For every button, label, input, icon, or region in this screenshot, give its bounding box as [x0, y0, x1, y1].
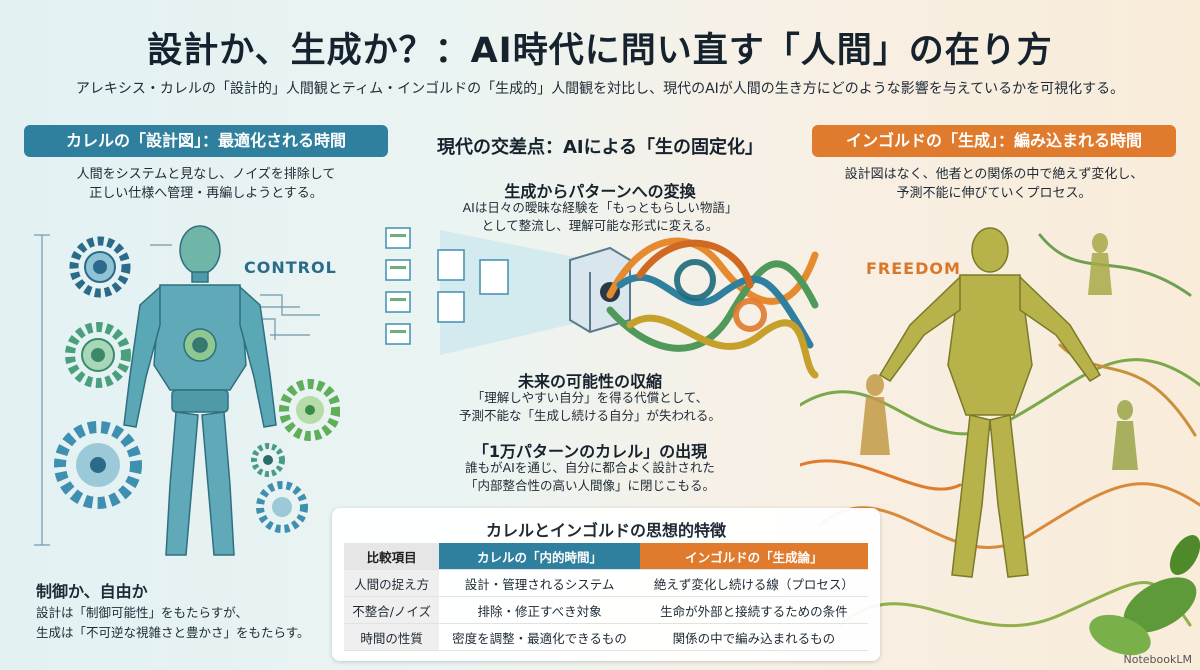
gear-icon: [54, 421, 142, 509]
human-figure: [878, 227, 1102, 578]
section-heading-future: 未来の可能性の収縮: [517, 372, 662, 391]
table-cell: 関係の中で編み込まれるもの: [639, 623, 868, 651]
control-or-freedom-heading: 制御か、自由か: [36, 582, 148, 601]
robot-gears-illustration: [34, 225, 340, 556]
table-row: 時間の性質 密度を調整・最適化できるもの 関係の中で編み込まれるもの: [344, 623, 868, 651]
table-cell: 人間の捉え方: [344, 569, 440, 597]
comparison-card: カレルとインゴルドの思想的特徴 比較項目 カレルの「内的時間」 インゴルドの「生…: [332, 508, 880, 661]
section-line: 「内部整合性の高い人間像」に閉じこもる。: [464, 478, 715, 493]
table-header-cell: カレルの「内的時間」: [439, 543, 640, 570]
ingold-description: 設計図はなく、他者との関係の中で絶えず変化し、 予測不能に伸びていくプロセス。: [812, 165, 1176, 203]
table-cell: 不整合/ノイズ: [344, 596, 440, 624]
gear-icon: [69, 236, 131, 298]
notebooklm-watermark: NotebookLM: [1123, 653, 1192, 666]
carrel-description: 人間をシステムと見なし、ノイズを排除して 正しい仕様へ管理・再編しようとする。: [24, 165, 388, 203]
document-marks: [390, 234, 406, 333]
small-figure: [1088, 233, 1112, 295]
table-cell: 時間の性質: [344, 623, 440, 651]
organic-swirl-illustration: [606, 237, 819, 379]
document-icons: [385, 227, 509, 345]
page-title: 設計か、生成か？：AI時代に問い直す「人間」の在り方: [147, 31, 1053, 71]
ingold-description-line: 設計図はなく、他者との関係の中で絶えず変化し、: [844, 167, 1144, 182]
table-header-cell: 比較項目: [344, 543, 440, 570]
section-line: 予測不能な「生成し続ける自分」が失われる。: [459, 408, 721, 423]
small-figure: [860, 374, 890, 455]
table-cell: 設計・管理されるシステム: [439, 569, 640, 597]
section-heading-pattern: 生成からパターンへの変換: [504, 182, 696, 201]
freedom-label: FREEDOM: [866, 259, 961, 278]
carrel-heading: カレルの「設計図」：最適化される時間: [24, 125, 388, 157]
table-row: 人間の捉え方 設計・管理されるシステム 絶えず変化し続ける線（プロセス）: [344, 569, 868, 597]
carrel-description-line: 正しい仕様へ管理・再編しようとする。: [89, 186, 323, 201]
control-label: CONTROL: [244, 258, 337, 277]
section-line: 「理解しやすい自分」を得る代償として、: [471, 390, 709, 405]
center-title: 現代の交差点：AIによる「生の固定化」: [436, 137, 764, 158]
section-line: として整流し、理解可能な形式に変える。: [481, 218, 719, 233]
table-row: 不整合/ノイズ 排除・修正すべき対象 生命が外部と接続するための条件: [344, 596, 868, 624]
body-line: 生成は「不可逆な視雑さと豊かさ」をもたらす。: [36, 625, 310, 640]
table-cell: 密度を調整・最適化できるもの: [439, 623, 640, 651]
table-cell: 絶えず変化し続ける線（プロセス）: [639, 569, 868, 597]
page-subtitle: アレキシス・カレルの「設計的」人間観とティム・インゴルドの「生成的」人間観を対比…: [75, 81, 1125, 97]
gear-icon: [251, 443, 285, 477]
small-figure: [1112, 400, 1138, 470]
table-header-row: 比較項目 カレルの「内的時間」 インゴルドの「生成論」: [344, 543, 868, 570]
table-cell: 生命が外部と接続するための条件: [639, 596, 868, 624]
blueprint-lines: [34, 234, 320, 546]
section-body-carrel-patterns: 誰もがAIを通じ、自分に都合よく設計された 「内部整合性の高い人間像」に閉じこも…: [380, 459, 800, 495]
gear-icon: [256, 481, 308, 533]
table-cell: 排除・修正すべき対象: [439, 596, 640, 624]
robot-figure: [123, 225, 277, 556]
section-body-pattern: AIは日々の曖昧な経験を「もっともらしい物語」 として整流し、理解可能な形式に変…: [390, 199, 810, 235]
comparison-table: 比較項目 カレルの「内的時間」 インゴルドの「生成論」 人間の捉え方 設計・管理…: [344, 543, 868, 651]
ingold-description-line: 予測不能に伸びていくプロセス。: [896, 186, 1092, 201]
gear-icon: [279, 379, 340, 441]
section-heading-carrel-patterns: 「1万パターンのカレル」の出現: [472, 442, 708, 461]
organic-human-illustration: [800, 227, 1200, 656]
comparison-table-title: カレルとインゴルドの思想的特徴: [485, 521, 726, 540]
leaf-icons: [1089, 535, 1200, 656]
control-or-freedom-body: 設計は「制御可能性」をもたらすが、 生成は「不可逆な視雑さと豊かさ」をもたらす。: [36, 603, 310, 643]
section-body-future: 「理解しやすい自分」を得る代償として、 予測不能な「生成し続ける自分」が失われる…: [380, 389, 800, 425]
body-line: 設計は「制御可能性」をもたらすが、: [36, 605, 249, 620]
ingold-heading: インゴルドの「生成」：編み込まれる時間: [812, 125, 1176, 157]
section-line: 誰もがAIを通じ、自分に都合よく設計された: [465, 460, 715, 475]
funnel-illustration: [385, 227, 631, 355]
gear-icon: [65, 322, 131, 388]
table-header-cell: インゴルドの「生成論」: [639, 543, 868, 570]
section-line: AIは日々の曖昧な経験を「もっともらしい物語」: [462, 200, 738, 215]
light-beam: [440, 230, 590, 355]
carrel-description-line: 人間をシステムと見なし、ノイズを排除して: [76, 167, 336, 182]
